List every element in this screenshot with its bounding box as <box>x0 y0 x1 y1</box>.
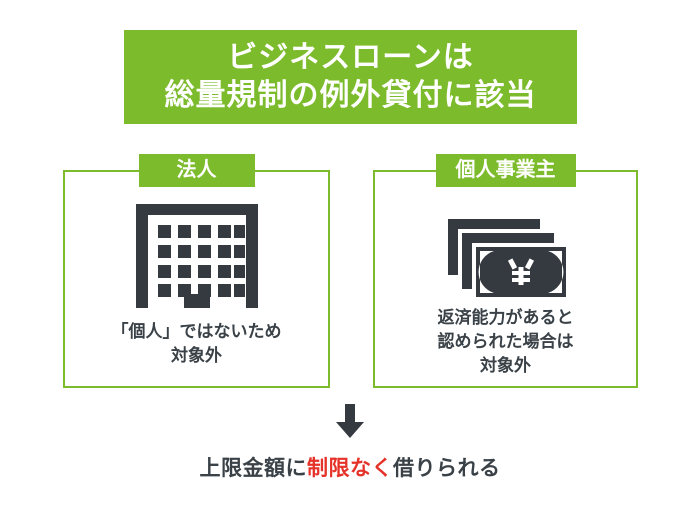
caption-sole-proprietor-line-2: 認められた場合は <box>437 332 574 351</box>
conclusion-text: 上限金額に制限なく借りられる <box>0 452 700 482</box>
caption-corporation-line-1: 「個人」ではないため <box>111 322 282 341</box>
caption-corporation-line-2: 対象外 <box>171 346 222 365</box>
box-tab-sole-proprietor: 個人事業主 <box>435 154 576 187</box>
title-line-2: 総量規制の例外貸付に該当 <box>164 79 537 112</box>
caption-corporation: 「個人」ではないため 対象外 <box>65 320 328 368</box>
conclusion-prefix: 上限金額に <box>199 457 307 480</box>
title-line-1: ビジネスローンは <box>227 41 474 74</box>
conclusion-emphasis: 制限なく <box>307 457 393 480</box>
caption-sole-proprietor-line-3: 対象外 <box>480 356 531 375</box>
office-building-icon <box>65 200 328 312</box>
category-box-sole-proprietor: 個人事業主 返済能力 <box>373 154 638 388</box>
title-banner: ビジネスローンは 総量規制の例外貸付に該当 <box>124 30 577 124</box>
conclusion-suffix: 借りられる <box>393 457 501 480</box>
banknotes-yen-icon <box>375 210 636 306</box>
box-tab-corporation: 法人 <box>138 154 255 187</box>
category-box-corporation: 法人 <box>63 154 330 388</box>
caption-sole-proprietor: 返済能力があると 認められた場合は 対象外 <box>375 306 636 378</box>
caption-sole-proprietor-line-1: 返済能力があると <box>437 308 574 327</box>
arrow-down-icon <box>0 404 700 438</box>
